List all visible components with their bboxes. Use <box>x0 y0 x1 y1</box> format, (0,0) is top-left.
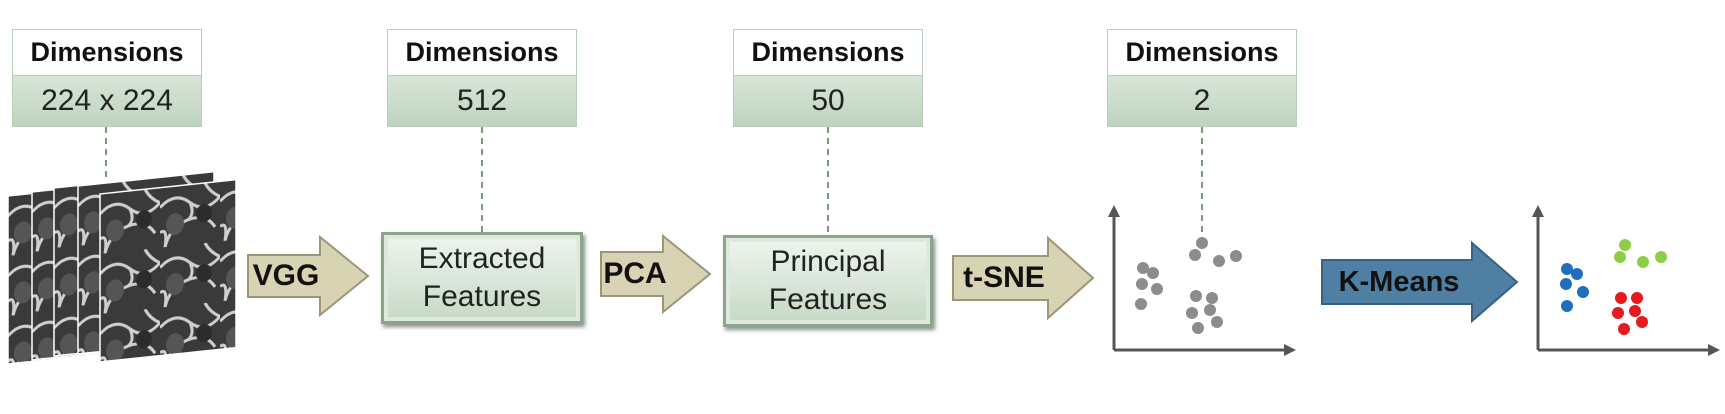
dimension-value: 2 <box>1107 76 1297 127</box>
cluster-point-red <box>1618 323 1630 335</box>
data-point <box>1192 322 1204 334</box>
cluster-point-red <box>1612 307 1624 319</box>
cluster-point-red <box>1629 305 1641 317</box>
dimension-value: 50 <box>733 76 923 127</box>
vgg-arrow <box>247 234 370 318</box>
x-axis-arrowhead <box>1708 344 1720 356</box>
cluster-point-red <box>1636 316 1648 328</box>
cluster-point-green <box>1614 251 1626 263</box>
pca-arrow <box>600 233 712 315</box>
data-point <box>1190 290 1202 302</box>
dimension-header: Dimensions <box>1107 29 1297 76</box>
cluster-point-green <box>1619 239 1631 251</box>
pca-label: PCA <box>603 257 667 290</box>
dimension-value: 224 x 224 <box>12 76 202 127</box>
cluster-point-blue <box>1561 263 1573 275</box>
data-point <box>1147 267 1159 279</box>
data-point <box>1136 278 1148 290</box>
cluster-point-red <box>1615 292 1627 304</box>
data-point <box>1135 298 1147 310</box>
dimension-box-principal: Dimensions 50 <box>733 29 923 127</box>
data-point <box>1230 250 1242 262</box>
dimension-box-input: Dimensions 224 x 224 <box>12 29 202 127</box>
dimension-box-extracted: Dimensions 512 <box>387 29 577 127</box>
tsne-label: t-SNE <box>963 261 1045 294</box>
kmeans-label: K-Means <box>1338 265 1460 298</box>
dimension-header: Dimensions <box>387 29 577 76</box>
data-point <box>1151 283 1163 295</box>
kmeans-arrow <box>1321 240 1519 324</box>
data-point <box>1189 249 1201 261</box>
dimension-header: Dimensions <box>733 29 923 76</box>
cluster-point-blue <box>1571 268 1583 280</box>
data-point <box>1137 262 1149 274</box>
cluster-point-blue <box>1560 278 1572 290</box>
data-point <box>1213 255 1225 267</box>
data-point <box>1204 304 1216 316</box>
y-axis-arrowhead <box>1532 205 1544 217</box>
data-point <box>1196 237 1208 249</box>
data-point <box>1186 307 1198 319</box>
image-stack <box>7 170 237 365</box>
kmeans-cluster-plot <box>1532 205 1720 356</box>
cluster-point-blue <box>1561 300 1573 312</box>
cluster-point-green <box>1637 256 1649 268</box>
y-axis-arrowhead <box>1108 205 1120 217</box>
data-point <box>1211 316 1223 328</box>
cluster-point-blue <box>1577 286 1589 298</box>
tsne-scatter-plot <box>1108 205 1296 356</box>
data-point <box>1206 292 1218 304</box>
cluster-point-red <box>1631 292 1643 304</box>
principal-features-box: Principal Features <box>723 235 933 327</box>
cluster-point-green <box>1655 251 1667 263</box>
dimension-header: Dimensions <box>12 29 202 76</box>
dimension-value: 512 <box>387 76 577 127</box>
vgg-label: VGG <box>252 259 320 292</box>
dimension-box-tsne: Dimensions 2 <box>1107 29 1297 127</box>
tsne-arrow <box>952 235 1095 321</box>
extracted-features-box: Extracted Features <box>381 232 583 324</box>
x-axis-arrowhead <box>1284 344 1296 356</box>
